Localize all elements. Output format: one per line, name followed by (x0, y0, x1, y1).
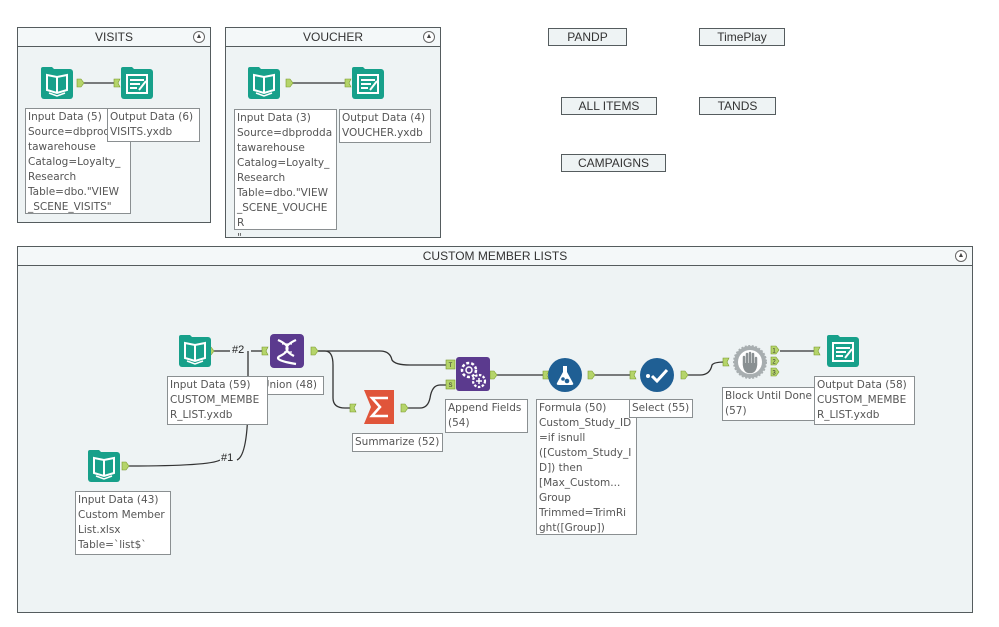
label-all-items[interactable]: ALL ITEMS (561, 97, 657, 115)
collapse-icon[interactable]: ▲ (423, 31, 435, 43)
tool-summarize-52[interactable] (362, 390, 396, 424)
annotation-input-43: Input Data (43) Custom Member List.xlsx … (75, 491, 171, 555)
tool-input-data-59[interactable] (178, 334, 212, 368)
label-pandp[interactable]: PANDP (548, 28, 627, 46)
tool-formula-50[interactable] (548, 358, 582, 392)
wire-label-1: #1 (220, 452, 235, 464)
container-title: VOUCHER (302, 30, 363, 44)
tool-union-48[interactable] (270, 334, 304, 368)
tool-output-data-58[interactable] (826, 334, 860, 368)
tool-block-until-done-57[interactable] (733, 345, 767, 379)
container-header[interactable]: CUSTOM MEMBER LISTS ▲ (18, 247, 972, 266)
output-file-icon (826, 334, 860, 368)
annotation-summarize-52: Summarize (52) (352, 433, 443, 452)
book-icon (87, 449, 121, 483)
book-icon (40, 66, 74, 100)
tool-input-data-43[interactable] (87, 449, 121, 483)
annotation-output-58: Output Data (58) CUSTOM_MEMBE R_LIST.yxd… (814, 376, 915, 425)
gears-icon (456, 357, 490, 391)
tool-output-data-6[interactable] (120, 66, 154, 100)
annotation-select-55: Select (55) (629, 399, 693, 418)
sigma-icon (364, 390, 394, 424)
book-icon (178, 334, 212, 368)
book-icon (247, 66, 281, 100)
annotation-output-6: Output Data (6) VISITS.yxdb (107, 108, 200, 142)
output-file-icon (351, 66, 385, 100)
tool-input-data-5[interactable] (40, 66, 74, 100)
annotation-input-3: Input Data (3) Source=dbprodda tawarehou… (234, 109, 337, 244)
container-title: CUSTOM MEMBER LISTS (422, 249, 568, 263)
dna-union-icon (270, 334, 304, 368)
label-tands[interactable]: TANDS (699, 97, 776, 115)
flask-icon (548, 358, 582, 392)
annotation-output-4: Output Data (4) VOUCHER.yxdb (339, 109, 431, 143)
collapse-icon[interactable]: ▲ (955, 250, 967, 262)
hand-stop-icon (733, 345, 767, 379)
tool-select-55[interactable] (640, 358, 674, 392)
container-title: VISITS (94, 30, 133, 44)
annotation-input-59: Input Data (59) CUSTOM_MEMBE R_LIST.yxdb (167, 376, 268, 425)
tool-input-data-3[interactable] (247, 66, 281, 100)
annotation-formula-50: Formula (50) Custom_Study_ID =if isnull … (536, 399, 637, 535)
annotation-append-fields-54: Append Fields (54) (445, 399, 528, 433)
collapse-icon[interactable]: ▲ (193, 31, 205, 43)
tool-append-fields-54[interactable] (456, 357, 490, 391)
label-campaigns[interactable]: CAMPAIGNS (561, 154, 666, 172)
label-timeplay[interactable]: TimePlay (699, 28, 785, 46)
annotation-block-until-done-57: Block Until Done (57) (722, 387, 816, 421)
checkmark-icon (640, 358, 674, 392)
tool-output-data-4[interactable] (351, 66, 385, 100)
container-header[interactable]: VISITS ▲ (18, 28, 210, 47)
output-file-icon (120, 66, 154, 100)
container-header[interactable]: VOUCHER ▲ (226, 28, 440, 47)
wire-label-2: #2 (231, 344, 246, 356)
